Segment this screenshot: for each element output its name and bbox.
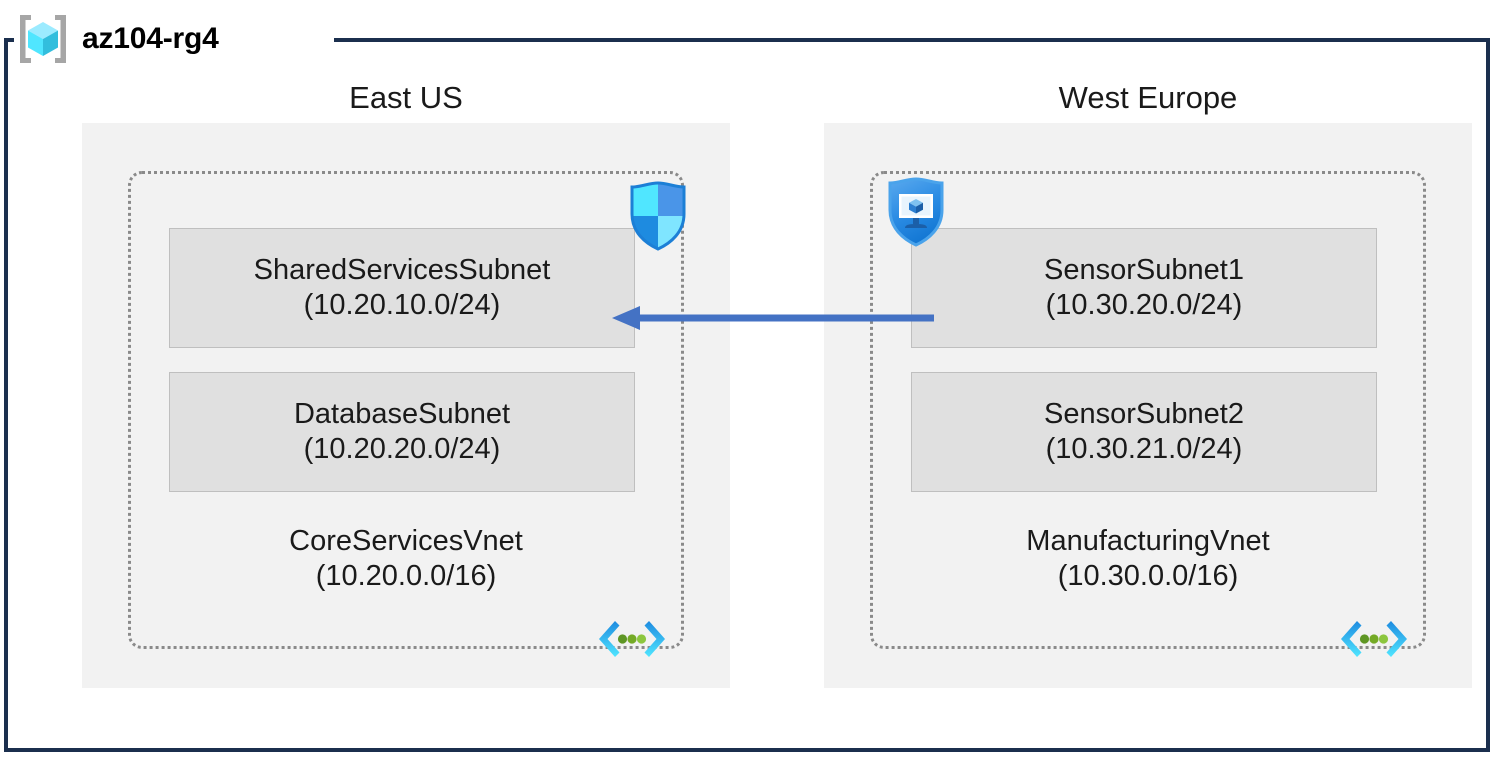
shield-monitor-icon (883, 176, 949, 248)
subnet-cidr: (10.30.20.0/24) (1045, 289, 1243, 321)
region-west-europe: West Europe SensorSubnet1 (10.30.20.0/24… (824, 82, 1472, 688)
virtual-network-icon (1337, 618, 1411, 660)
resource-group-title-mask (14, 20, 334, 58)
resource-group-name: az104-rg4 (82, 22, 219, 55)
region-body-east-us: SharedServicesSubnet (10.20.10.0/24) (82, 123, 730, 688)
region-body-west-europe: SensorSubnet1 (10.30.20.0/24) (824, 123, 1472, 688)
subnet-name: SensorSubnet2 (1044, 397, 1244, 430)
subnet-database: DatabaseSubnet (10.20.20.0/24) (169, 372, 635, 492)
subnet-cidr: (10.30.21.0/24) (1045, 433, 1243, 465)
subnet-name: DatabaseSubnet (293, 397, 511, 430)
vnet-core-services: SharedServicesSubnet (10.20.10.0/24) (128, 171, 686, 657)
virtual-network-icon (595, 618, 669, 660)
resource-group-header: az104-rg4 (14, 8, 219, 70)
vnet-manufacturing: SensorSubnet1 (10.30.20.0/24) (870, 171, 1426, 657)
resource-group-frame (4, 38, 1490, 752)
subnet-shared-services: SharedServicesSubnet (10.20.10.0/24) (169, 228, 635, 348)
vnet-label-manufacturing: ManufacturingVnet (10.30.0.0/16) (873, 524, 1423, 595)
vnet-cidr: (10.30.0.0/16) (1057, 560, 1239, 593)
resource-group-cube-icon (14, 10, 72, 68)
subnet-sensor-1: SensorSubnet1 (10.30.20.0/24) (911, 228, 1377, 348)
shield-icon (625, 180, 691, 252)
region-east-us: East US SharedServicesSubnet (10.20.10.0… (82, 82, 730, 688)
vnet-name: ManufacturingVnet (1026, 525, 1270, 557)
peering-arrow-left-icon (612, 300, 934, 336)
region-title-west-europe: West Europe (1058, 80, 1238, 115)
vnet-label-core-services: CoreServicesVnet (10.20.0.0/16) (131, 524, 681, 595)
subnet-sensor-2: SensorSubnet2 (10.30.21.0/24) (911, 372, 1377, 492)
subnet-name: SensorSubnet1 (1044, 253, 1244, 286)
vnet-name: CoreServicesVnet (289, 525, 523, 557)
subnet-cidr: (10.20.20.0/24) (303, 433, 501, 465)
vnet-cidr: (10.20.0.0/16) (315, 560, 497, 593)
subnet-cidr: (10.20.10.0/24) (303, 289, 501, 321)
region-title-east-us: East US (349, 80, 463, 115)
subnet-name: SharedServicesSubnet (253, 253, 551, 286)
